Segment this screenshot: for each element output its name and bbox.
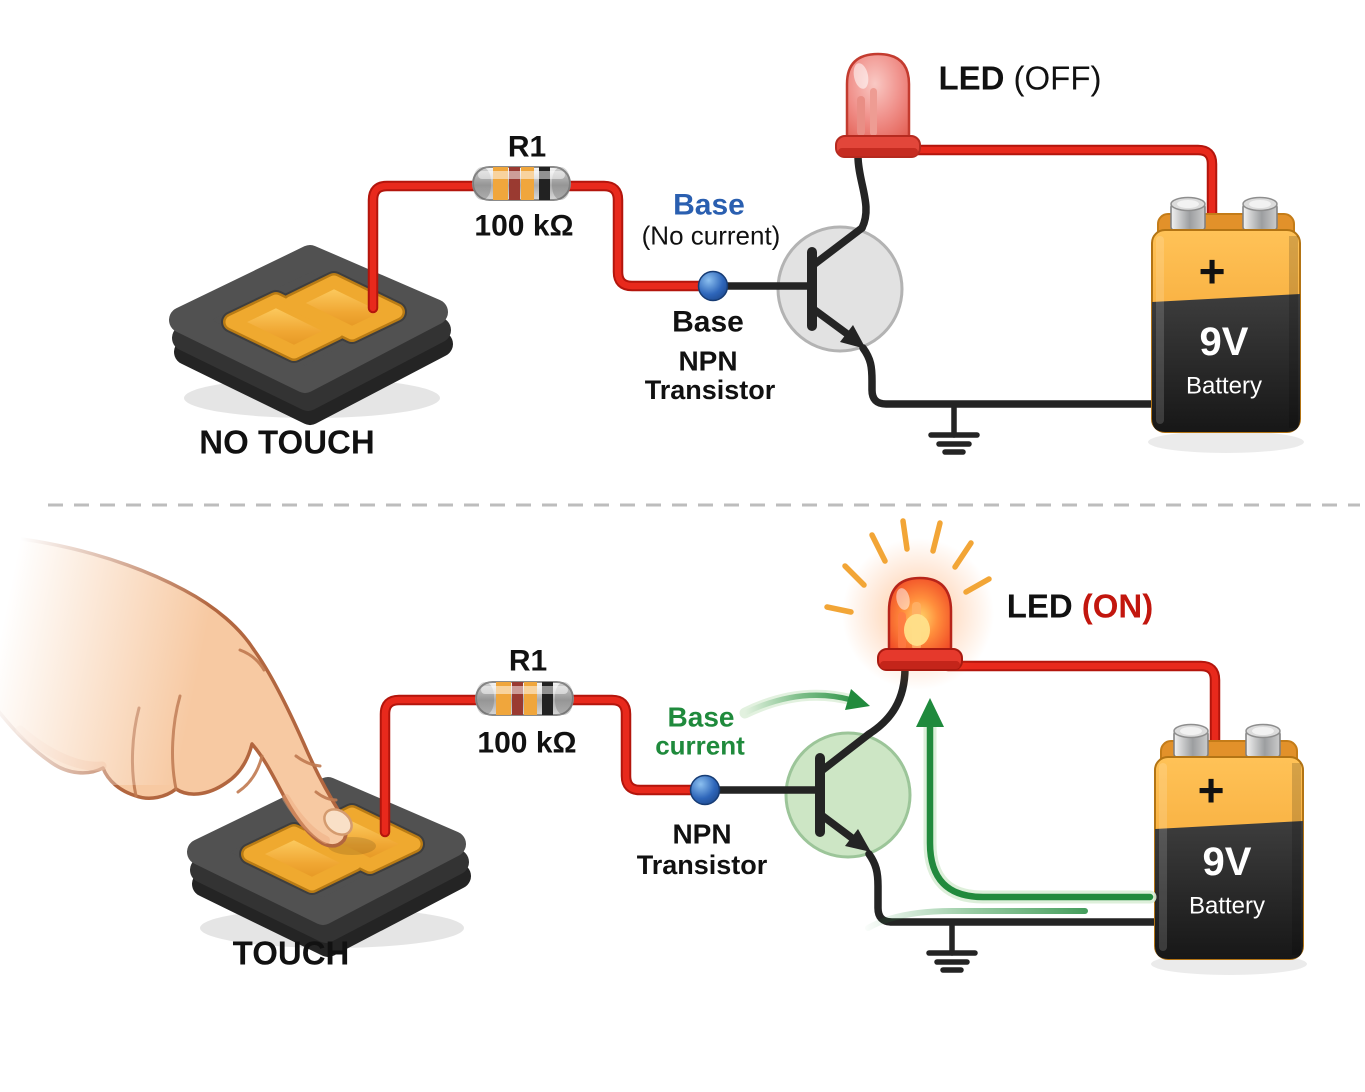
npn-transistor-symbol <box>711 152 1158 408</box>
resistor-name-label: R1 <box>508 644 548 678</box>
resistor-value-label: 100 kΩ <box>477 726 577 760</box>
led-off <box>835 52 921 158</box>
led-status-label: LED (ON) <box>1006 587 1154 625</box>
return-current-echo <box>865 908 1088 931</box>
base-current-arrow <box>739 689 870 719</box>
led-rays <box>824 518 992 615</box>
base-current-label-line2: current <box>655 730 745 761</box>
base-node-dot <box>689 774 721 806</box>
signal-wire-red <box>367 180 721 314</box>
panel-touch <box>0 518 1307 975</box>
battery-voltage-label: 9V <box>1202 840 1252 884</box>
transistor-label-line1: NPN <box>672 818 732 850</box>
battery-plus-label: + <box>1197 763 1225 816</box>
led-label: LED <box>938 59 1005 97</box>
pad-caption: TOUCH <box>232 934 350 972</box>
base-node-dot <box>697 270 729 302</box>
emitter-arrow <box>845 829 871 852</box>
led-label: LED <box>1006 587 1073 625</box>
led-battery-wire <box>909 144 1218 230</box>
battery-shadow <box>1148 431 1304 453</box>
collector-current-arrow <box>916 698 1157 904</box>
base-current-label-line1: Base <box>667 701 735 733</box>
transistor-label-line2: Transistor <box>644 374 776 405</box>
battery-plus-label: + <box>1198 244 1226 297</box>
led-state-label: (OFF) <box>1013 59 1102 97</box>
battery-name-label: Battery <box>1185 372 1263 400</box>
signal-wire-red <box>379 694 711 838</box>
resistor-name-label: R1 <box>507 130 547 164</box>
base-label: Base <box>673 188 745 222</box>
resistor-r1 <box>475 681 574 716</box>
transistor-label-line2: Transistor <box>636 849 768 880</box>
resistor-value-label: 100 kΩ <box>474 209 574 243</box>
base-pin-label: Base <box>672 305 744 339</box>
hand-pressing <box>0 520 353 848</box>
battery-name-label: Battery <box>1188 892 1266 920</box>
emitter-arrow <box>840 325 866 349</box>
battery-voltage-label: 9V <box>1199 320 1249 364</box>
panel-no-touch <box>182 52 1304 453</box>
wrist-fade <box>0 520 210 785</box>
resistor-r1 <box>472 166 571 201</box>
led-on <box>824 518 994 690</box>
ground-symbol <box>931 404 977 452</box>
pad-caption: NO TOUCH <box>199 423 375 461</box>
fingernail <box>323 808 353 836</box>
led-status-label: LED (OFF) <box>938 59 1102 97</box>
led-state-label: (ON) <box>1081 587 1154 625</box>
ground-symbol <box>929 922 975 970</box>
transistor-label-line1: NPN <box>678 345 738 377</box>
base-note-label: (No current) <box>641 220 781 251</box>
